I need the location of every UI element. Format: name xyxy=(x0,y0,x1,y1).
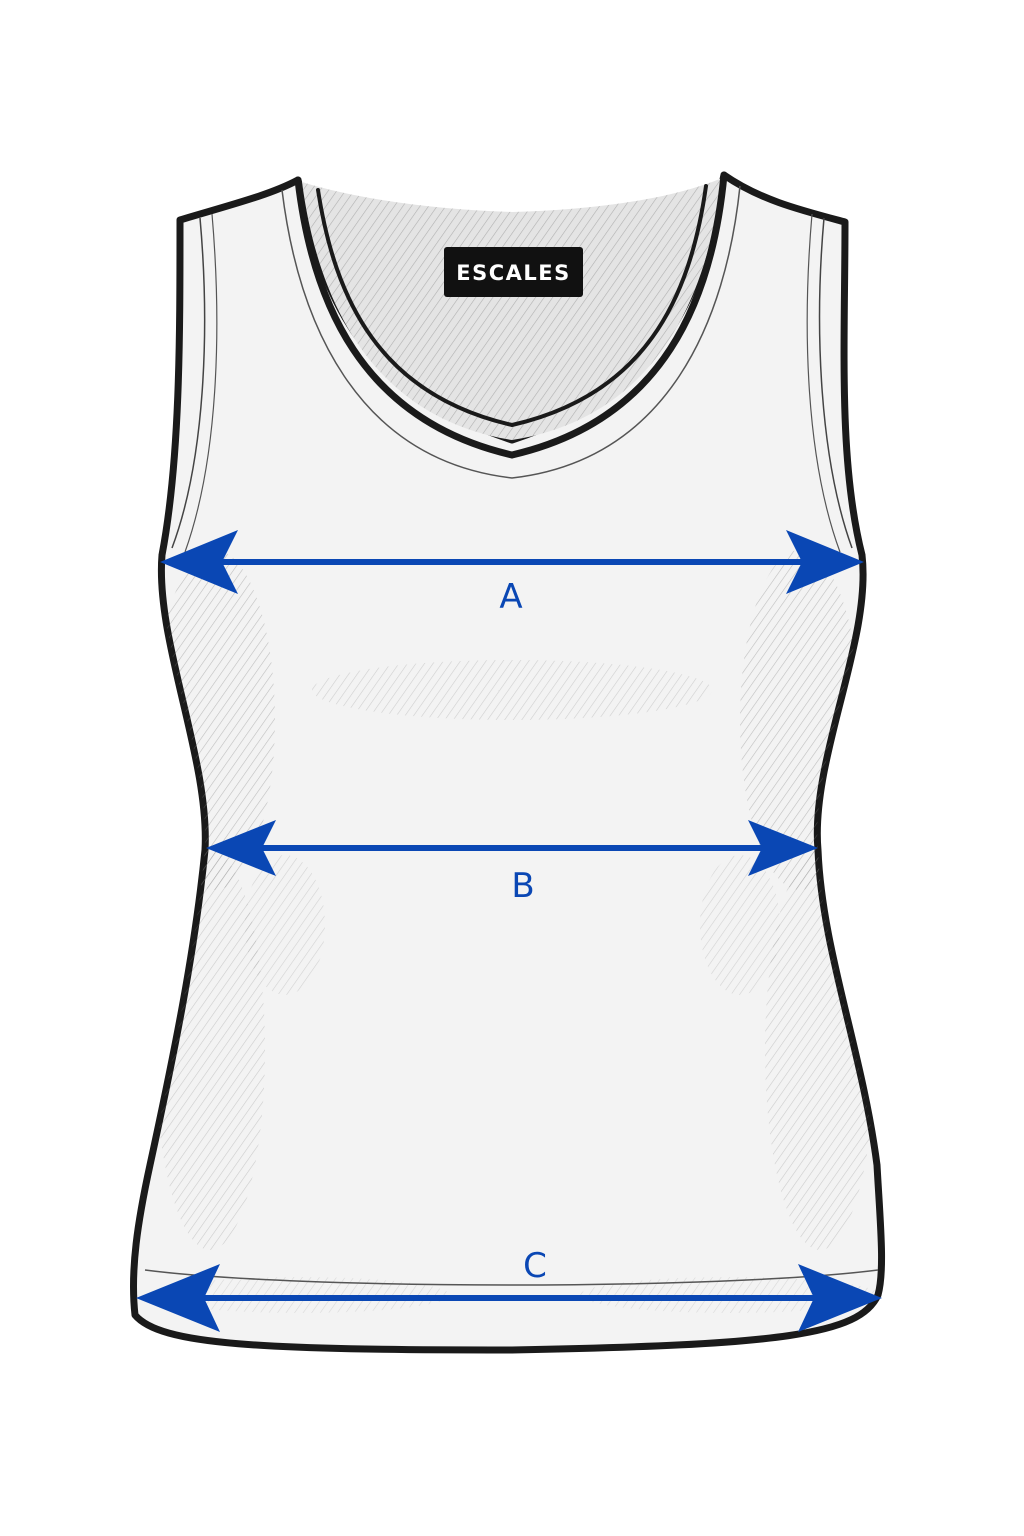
hem-stitch xyxy=(144,1269,879,1286)
arrow-c-left-head xyxy=(136,1264,220,1332)
right-armhole-stitch-2 xyxy=(806,213,841,553)
measurement-b: B xyxy=(206,820,818,906)
arrow-a-left-head xyxy=(160,530,238,594)
arrow-b-right-head xyxy=(748,820,818,876)
neckline-band-inner xyxy=(316,184,708,428)
neckline-stitch xyxy=(281,185,741,479)
arrow-a-right-head xyxy=(786,530,864,594)
right-armhole-stitch xyxy=(818,217,853,549)
left-armhole-stitch-2 xyxy=(184,213,218,553)
measurement-b-label: B xyxy=(511,866,534,906)
measurement-c-label: C xyxy=(523,1246,547,1286)
brand-label-tag xyxy=(444,247,583,297)
arrow-c-right-head xyxy=(798,1264,882,1332)
pencil-shading xyxy=(150,550,880,1313)
measurement-c: C xyxy=(136,1246,882,1332)
brand-label-text: ESCALES xyxy=(456,261,571,285)
measurement-a: A xyxy=(160,530,864,617)
neckline-band xyxy=(294,171,728,459)
left-armhole-stitch xyxy=(171,217,206,549)
measurement-a-label: A xyxy=(499,577,522,617)
arrow-b-left-head xyxy=(206,820,276,876)
